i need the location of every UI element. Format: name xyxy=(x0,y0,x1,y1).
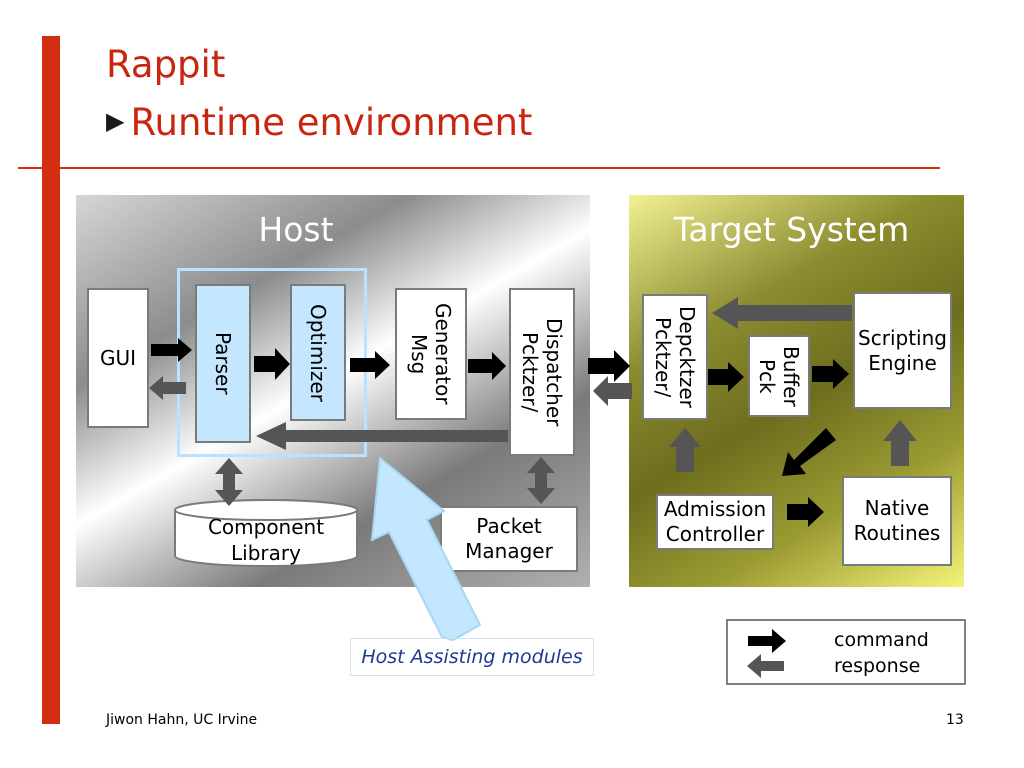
callout-arrow xyxy=(370,456,482,642)
footer-author: Jiwon Hahn, UC Irvine xyxy=(106,712,258,728)
response-arrow xyxy=(256,422,508,450)
parser-box: Parser xyxy=(195,284,251,443)
accent-bar xyxy=(42,36,60,724)
response-arrow xyxy=(593,376,632,406)
command-arrow xyxy=(812,359,849,389)
command-arrow xyxy=(151,338,192,362)
native-routines-label-2: Routines xyxy=(853,521,941,545)
command-arrow xyxy=(588,350,630,382)
legend-arrows xyxy=(747,629,786,678)
response-arrow xyxy=(669,428,701,472)
command-arrow xyxy=(708,362,744,392)
response-arrow xyxy=(215,458,243,506)
packet-manager-label-2: Manager xyxy=(465,539,553,563)
slide-subtitle: ▶Runtime environment xyxy=(106,104,532,141)
gui-label: GUI xyxy=(99,345,137,370)
legend-response-label: response xyxy=(834,655,921,677)
response-arrow xyxy=(712,297,852,329)
target-title: Target System xyxy=(673,210,910,249)
response-arrow-icon xyxy=(747,654,784,678)
packet-manager-label-1: Packet xyxy=(476,514,542,538)
scripting-engine-box: Scripting Engine xyxy=(853,292,952,409)
scripting-engine-label-1: Scripting xyxy=(858,325,947,350)
pck-buffer-label-2: Buffer xyxy=(779,345,803,407)
command-arrow xyxy=(350,351,390,379)
response-arrow xyxy=(883,420,917,466)
target-pcktzer-label-2: Depcktzer xyxy=(675,306,699,408)
component-library-label: Component Library xyxy=(173,514,359,566)
target-pcktzer-label-1: Pcktzer/ xyxy=(651,316,675,398)
component-library-label-2: Library xyxy=(231,541,301,565)
response-arrow xyxy=(527,457,555,504)
admission-controller-box: Admission Controller xyxy=(656,494,774,550)
command-arrow xyxy=(468,352,506,380)
admission-controller-label-2: Controller xyxy=(665,522,765,546)
command-arrow xyxy=(254,348,290,380)
host-assisting-caption: Host Assisting modules xyxy=(350,638,594,676)
admission-controller-label-1: Admission xyxy=(663,497,767,521)
component-library-cylinder xyxy=(174,499,358,567)
target-pcktzer-box: Pcktzer/Depcktzer xyxy=(642,294,708,420)
legend: command response xyxy=(726,619,966,685)
gui-box: GUI xyxy=(87,288,149,428)
component-library-label-1: Component xyxy=(207,515,325,539)
packet-manager-box: Packet Manager xyxy=(440,506,578,572)
pck-buffer-label-1: Pck xyxy=(755,358,779,394)
host-pcktzer-label-1: Pcktzer/ xyxy=(518,331,542,413)
parser-label: Parser xyxy=(211,332,235,395)
native-routines-box: Native Routines xyxy=(842,476,952,566)
command-arrow xyxy=(782,428,836,476)
command-arrow-icon xyxy=(748,629,786,653)
optimizer-box: Optimizer xyxy=(290,284,346,421)
slide-title: Rappit xyxy=(106,43,226,86)
command-arrow xyxy=(787,497,824,527)
host-pcktzer-box: Pcktzer/Dispatcher xyxy=(509,288,575,456)
msg-generator-label-2: Generator xyxy=(431,303,455,405)
host-pcktzer-label-2: Dispatcher xyxy=(542,317,566,427)
bullet-triangle-icon: ▶ xyxy=(106,106,125,135)
scripting-engine-label-2: Engine xyxy=(868,350,937,375)
title-divider xyxy=(18,167,940,169)
subtitle-text: Runtime environment xyxy=(130,101,533,144)
legend-command-label: command xyxy=(834,629,929,651)
native-routines-label-1: Native xyxy=(864,496,930,520)
page-number: 13 xyxy=(946,712,964,728)
optimizer-label: Optimizer xyxy=(306,303,330,402)
host-title: Host xyxy=(258,210,334,249)
response-arrow xyxy=(149,376,186,400)
msg-generator-label-1: Msg xyxy=(407,333,431,375)
